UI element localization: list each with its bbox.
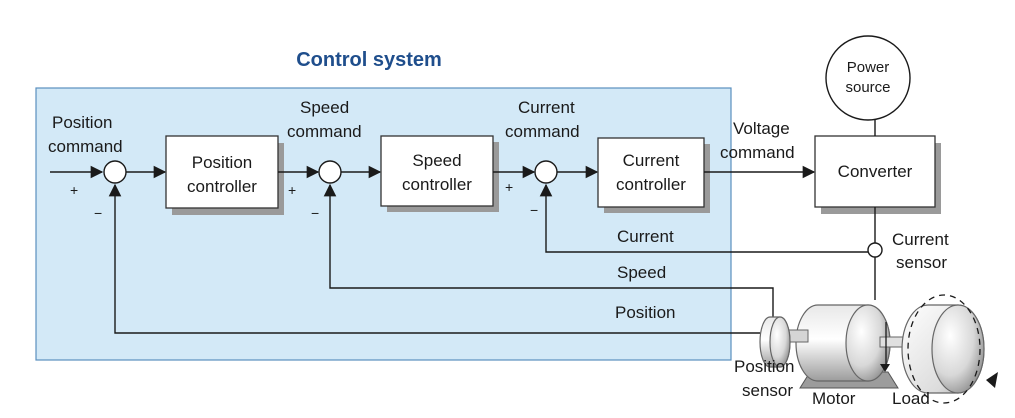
position-sensor-shaft — [787, 329, 809, 343]
motor-label: Motor — [812, 389, 856, 408]
current-feedback-label: Current — [617, 227, 674, 246]
load-face — [931, 304, 985, 394]
minus-sign-2: − — [311, 205, 319, 221]
converter-label: Converter — [838, 162, 913, 181]
speed-feedback-line — [323, 183, 774, 318]
summing-junction-current — [534, 160, 558, 184]
summing-junction-speed — [318, 160, 342, 184]
minus-sign-3: − — [530, 202, 538, 218]
plus-sign-2: + — [288, 182, 296, 198]
position-feedback-label: Position — [615, 303, 675, 322]
position-controller-label-2: controller — [187, 177, 257, 196]
summing-junction-position — [103, 160, 127, 184]
power-source-label-1: Power — [847, 59, 890, 76]
position-sensor-face — [769, 316, 791, 368]
control-system-panel — [35, 87, 732, 361]
shaft-rotation-arrow-icon — [880, 364, 890, 372]
speed-feedback-label: Speed — [617, 263, 666, 282]
speed-controller-label-1: Speed — [412, 151, 461, 170]
speed-controller-label-2: controller — [402, 175, 472, 194]
current-feedback-line — [539, 183, 868, 253]
current-controller-block — [597, 137, 705, 208]
position-feedback-line — [108, 183, 760, 334]
position-sensor-label-2: sensor — [742, 381, 793, 400]
current-command-label-1: Current — [518, 98, 575, 117]
position-controller-label-1: Position — [192, 153, 252, 172]
power-source-circle — [825, 35, 911, 121]
plus-sign-3: + — [505, 179, 513, 195]
position-controller-block — [165, 135, 279, 209]
current-controller-label-1: Current — [623, 151, 680, 170]
voltage-command-label-1: Voltage — [733, 119, 790, 138]
current-sensor-icon — [867, 242, 883, 258]
minus-sign-1: − — [94, 205, 102, 221]
voltage-command-label-2: command — [720, 143, 795, 162]
current-sensor-label-1: Current — [892, 230, 949, 249]
load-label: Load — [892, 389, 930, 408]
speed-controller-block — [380, 135, 494, 207]
converter-block — [814, 135, 936, 208]
control-system-title: Control system — [296, 49, 442, 71]
current-command-label-2: command — [505, 122, 580, 141]
position-command-label-2: command — [48, 137, 123, 156]
speed-command-label-2: command — [287, 122, 362, 141]
plus-sign-1: + — [70, 182, 78, 198]
current-controller-label-2: controller — [616, 175, 686, 194]
current-sensor-label-2: sensor — [896, 253, 947, 272]
position-command-label-1: Position — [52, 113, 112, 132]
rotation-arrow-icon — [986, 372, 998, 388]
load-rotation-path — [907, 294, 981, 404]
position-sensor-label-1: Position — [734, 357, 794, 376]
speed-command-label-1: Speed — [300, 98, 349, 117]
power-source-label-2: source — [845, 79, 890, 96]
